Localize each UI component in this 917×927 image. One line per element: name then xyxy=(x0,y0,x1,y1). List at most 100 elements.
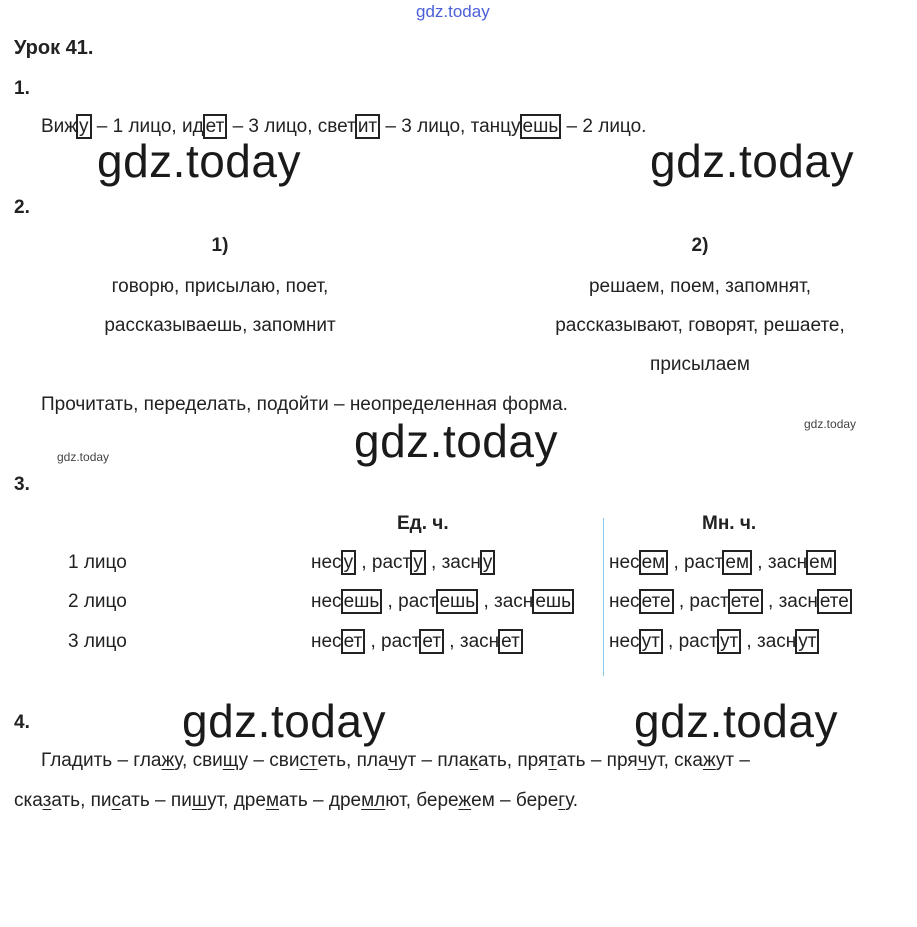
text: – 1 лицо, xyxy=(91,116,182,137)
word-stem: засн xyxy=(767,552,808,573)
section-3-number: 3. xyxy=(14,474,30,495)
text: у, сви xyxy=(174,750,223,771)
underlined-letter: ж xyxy=(458,790,472,811)
word-stem: раст xyxy=(678,631,718,652)
underlined-letter: м xyxy=(265,790,279,811)
text: ать, пря xyxy=(478,750,549,771)
col1-head: 1) xyxy=(211,235,229,256)
word-stem: нес xyxy=(609,631,640,652)
watermark: gdz.today xyxy=(97,135,301,187)
underlined-letter: ч xyxy=(637,750,648,771)
text: Гла xyxy=(41,750,72,771)
boxed-ending: ет xyxy=(498,629,523,654)
watermark-top: gdz.today xyxy=(416,2,490,21)
word-stem: засн xyxy=(757,631,797,652)
underlined-letter: к xyxy=(469,750,479,771)
word-stem: раст xyxy=(381,631,421,652)
text: ать – пря xyxy=(556,750,638,771)
header-singular: Ед. ч. xyxy=(397,513,449,534)
boxed-ending: ит xyxy=(354,114,381,139)
watermark: gdz.today xyxy=(354,415,558,467)
boxed-ending: ет xyxy=(419,629,445,654)
underlined-letter: г xyxy=(558,790,566,811)
text: – 3 лицо, xyxy=(227,116,318,137)
watermark: gdz.today xyxy=(182,695,386,747)
text: ут – xyxy=(715,750,750,771)
col2-line: рассказывают, говорят, решаете, xyxy=(555,315,845,336)
section-1-number: 1. xyxy=(14,78,30,99)
word-stem: раст xyxy=(684,552,724,573)
person-label: 3 лицо xyxy=(68,631,127,652)
word-stem: Виж xyxy=(41,116,77,137)
header-plural: Мн. ч. xyxy=(702,513,757,534)
word-stem: раст xyxy=(398,591,438,612)
col2-line: решаем, поем, запомнят, xyxy=(588,276,812,297)
boxed-ending: ут xyxy=(716,629,742,654)
underlined-letter: ст xyxy=(299,750,318,771)
underlined-letter: ш xyxy=(191,790,208,811)
watermark-small: gdz.today xyxy=(57,450,110,464)
text: ать – пи xyxy=(121,790,192,811)
word-stem: свет xyxy=(317,116,356,137)
boxed-ending: у xyxy=(479,550,496,575)
word-stem: нес xyxy=(311,552,342,573)
boxed-ending: ем xyxy=(722,550,753,575)
word-stem: раст xyxy=(689,591,729,612)
text: – 3 лицо, xyxy=(380,116,471,137)
boxed-ending: ет xyxy=(202,114,228,139)
underlined-letter: с xyxy=(111,790,122,811)
boxed-ending: у xyxy=(76,114,92,139)
underlined-letter: ж xyxy=(161,750,175,771)
boxed-ending: ешь xyxy=(436,589,479,614)
person-label: 2 лицо xyxy=(68,591,127,612)
boxed-ending: ем xyxy=(806,550,836,575)
text: ать – дре xyxy=(279,790,362,811)
word-stem: засн xyxy=(459,631,500,652)
lesson-title: Урок 41. xyxy=(14,37,94,59)
section-4-line-2: сказать, писать – пишут, дремать – дремл… xyxy=(14,790,578,812)
person-label: 1 лицо xyxy=(68,552,127,573)
watermark-small: gdz.today xyxy=(804,417,857,431)
boxed-ending: у xyxy=(410,550,426,575)
underlined-letter: ж xyxy=(702,750,716,771)
text: ска xyxy=(14,790,43,811)
text: ать, пи xyxy=(51,790,112,811)
boxed-ending: ете xyxy=(638,589,674,614)
boxed-ending: ешь xyxy=(519,114,562,139)
underlined-letter: д xyxy=(71,750,83,771)
underlined-letter: з xyxy=(42,790,52,811)
col1-line: рассказываешь, запомнит xyxy=(104,315,336,336)
text: ут, дре xyxy=(207,790,266,811)
word-stem: нес xyxy=(311,631,342,652)
word-stem: раст xyxy=(371,552,412,573)
word-stem: нес xyxy=(609,591,640,612)
underlined-letter: т xyxy=(548,750,557,771)
text: у – сви xyxy=(238,750,300,771)
section-4-number: 4. xyxy=(14,712,30,733)
watermark: gdz.today xyxy=(634,695,838,747)
col2-head: 2) xyxy=(691,235,709,256)
boxed-ending: ешь xyxy=(340,589,383,614)
underlined-letter: ч xyxy=(388,750,399,771)
section-2-number: 2. xyxy=(14,197,30,218)
watermark: gdz.today xyxy=(650,135,854,187)
text: ют, бере xyxy=(385,790,459,811)
text: ем – бере xyxy=(471,790,559,811)
boxed-ending: ете xyxy=(816,589,852,614)
text: – 2 лицо. xyxy=(561,116,647,137)
boxed-ending: ут xyxy=(795,629,820,654)
word-stem: засн xyxy=(494,591,534,612)
boxed-ending: у xyxy=(340,550,357,575)
word-stem: засн xyxy=(441,552,481,573)
word-stem: танцу xyxy=(470,116,521,137)
boxed-ending: ем xyxy=(638,550,669,575)
column-divider xyxy=(603,518,604,676)
